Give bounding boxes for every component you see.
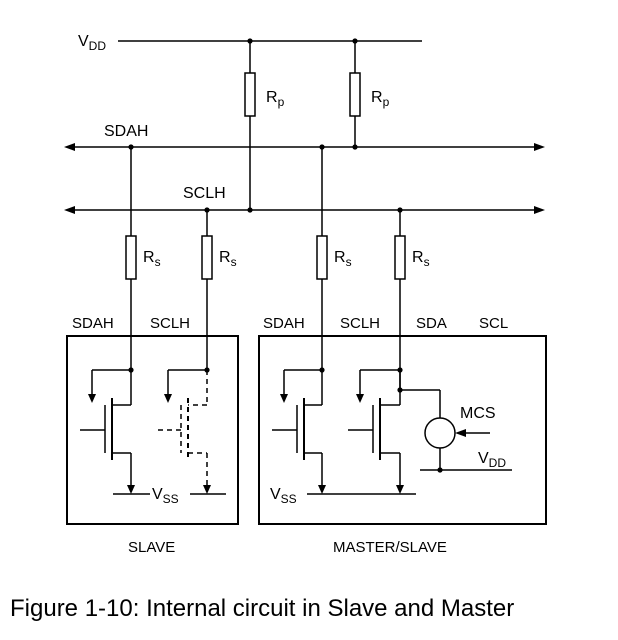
junction-dot (204, 367, 210, 373)
vdd-label: VDD (78, 33, 106, 53)
slave-vss-label: VSS (152, 486, 179, 506)
arrow-down-icon (164, 394, 172, 403)
arrow-down-icon (203, 485, 211, 494)
arrow-down-icon (280, 394, 288, 403)
slave-pin-sclh-label: SCLH (150, 315, 190, 332)
series-resistor (201, 235, 213, 280)
series-resistor (316, 235, 328, 280)
sclh-bus-line (64, 206, 545, 214)
arrow-down-icon (127, 485, 135, 494)
slave-sclh-transistor (158, 370, 208, 485)
junction-dot (247, 38, 253, 44)
series-resistor-label: Rs (412, 249, 430, 269)
pullup-resistor-label: Rp (266, 89, 285, 109)
master-pin-sdah-label: SDAH (263, 315, 305, 332)
master-pin-sclh-label: SCLH (340, 315, 380, 332)
master-vss-label: VSS (270, 486, 297, 506)
pullup-resistor-label: Rp (371, 89, 390, 109)
junction-dot (247, 207, 253, 213)
junction-dot (352, 144, 358, 150)
arrow-down-icon (88, 394, 96, 403)
sclh-bus-label: SCLH (183, 185, 226, 202)
junction-dot (397, 367, 403, 373)
junction-dot (128, 367, 134, 373)
master-vdd-label: VDD (478, 450, 506, 470)
slave-box (66, 335, 239, 525)
vdd-rail (118, 40, 422, 210)
slave-sdah-transistor (80, 369, 132, 485)
series-resistor (125, 235, 137, 280)
arrow-down-icon (396, 485, 404, 494)
pullup-resistor (244, 72, 256, 117)
slave-caption: SLAVE (128, 539, 175, 556)
master-pin-sda-label: SDA (416, 315, 447, 332)
pullup-resistor (349, 72, 361, 117)
sdah-bus-line (64, 143, 545, 151)
arrow-down-icon (318, 485, 326, 494)
series-resistor-label: Rs (219, 249, 237, 269)
slave-pin-sdah-label: SDAH (72, 315, 114, 332)
junction-dot (352, 38, 358, 44)
master-pin-scl-label: SCL (479, 315, 508, 332)
arrow-down-icon (356, 394, 364, 403)
sdah-bus-label: SDAH (104, 123, 148, 140)
junction-dot (319, 367, 325, 373)
junction-dot (437, 467, 443, 473)
series-resistor-label: Rs (334, 249, 352, 269)
master-sclh-transistor (348, 369, 401, 485)
figure-caption: Figure 1-10: Internal circuit in Slave a… (10, 595, 514, 622)
master-sdah-transistor (272, 369, 323, 485)
current-source-label: MCS (460, 405, 496, 422)
current-source (400, 389, 512, 471)
arrow-left-icon (455, 429, 466, 437)
series-resistor-label: Rs (143, 249, 161, 269)
drop-wires (130, 147, 401, 390)
master-caption: MASTER/SLAVE (333, 539, 447, 556)
master-box (258, 335, 547, 525)
series-resistor (394, 235, 406, 280)
